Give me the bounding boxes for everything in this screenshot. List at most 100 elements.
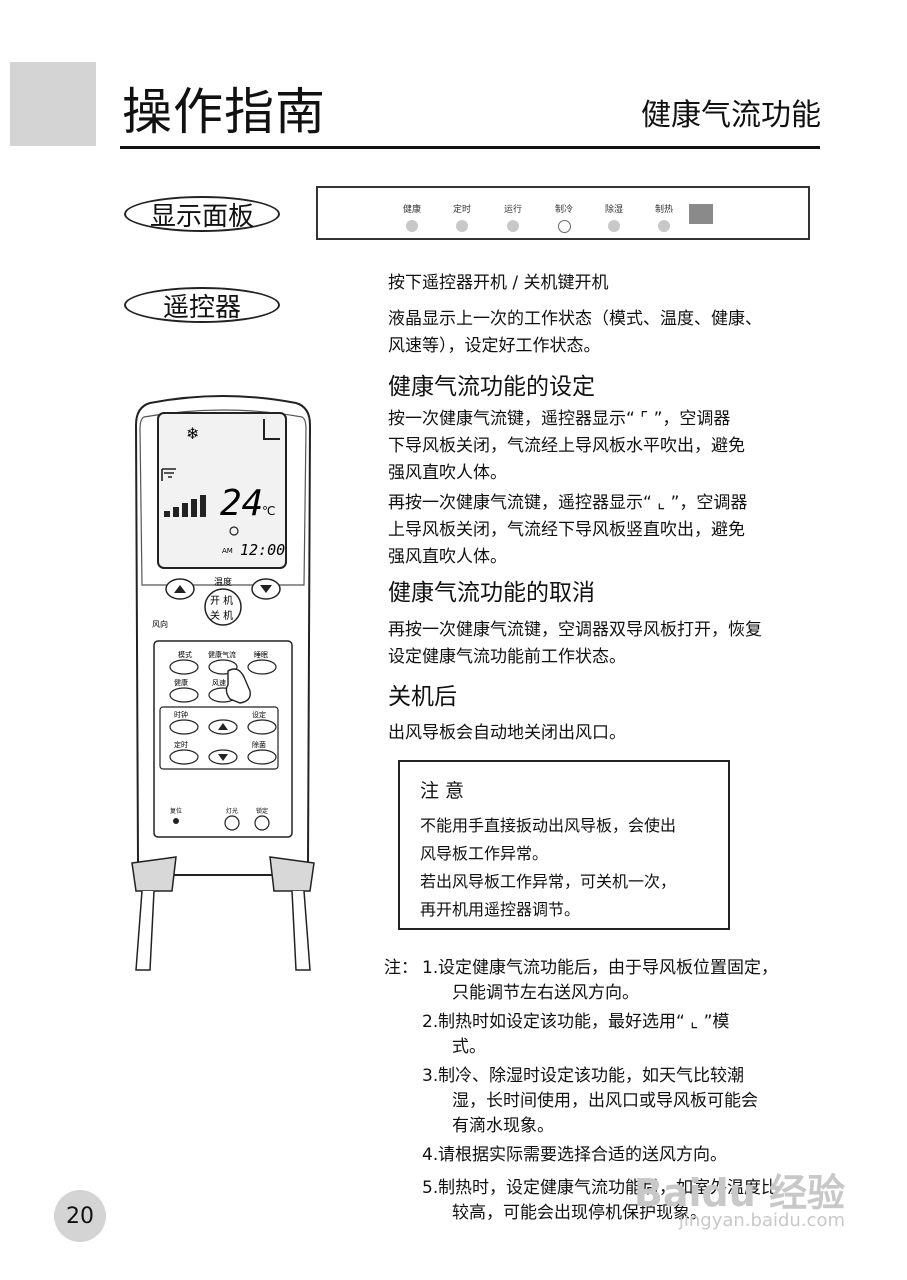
indicator-light xyxy=(557,220,571,233)
indicator-light xyxy=(608,220,620,232)
fan-bar xyxy=(191,499,197,517)
sleep-label: 睡眠 xyxy=(254,651,268,659)
clock-label: 时钟 xyxy=(174,710,188,719)
lcd-temp-unit: ℃ xyxy=(262,504,275,518)
indicator-light xyxy=(406,220,418,232)
power-off-label: 关 机 xyxy=(210,609,233,622)
indicator-heat: 制热 xyxy=(644,202,684,232)
lcd-clock: 12:00 xyxy=(240,541,285,559)
power-button xyxy=(204,588,242,626)
arrow-up-icon xyxy=(174,585,186,593)
notes-list: 注： 1. 设定健康气流功能后，由于导风板位置固定，只能调节左右送风方向。 2.… xyxy=(384,956,844,1230)
setting-p1-line3: 强风直吹人体。 xyxy=(388,463,507,483)
health-air-label: 健康气流 xyxy=(208,650,236,659)
holder-left xyxy=(131,856,177,892)
light-button xyxy=(224,815,240,831)
fan-bar xyxy=(200,495,206,517)
sleep-button xyxy=(247,659,277,675)
display-panel-label: 显示面板 xyxy=(124,196,280,232)
heading-setting: 健康气流功能的设定 xyxy=(388,374,595,400)
cancel-line-1: 再按一次健康气流键，空调器双导风板打开，恢复 xyxy=(388,620,762,640)
arrow-down-icon xyxy=(260,585,272,593)
watermark-url: jingyan.baidu.com xyxy=(678,1210,845,1231)
intro-line-2b: 风速等），设定好工作状态。 xyxy=(388,336,601,356)
set-button xyxy=(247,719,277,735)
indicator-light xyxy=(507,220,519,232)
header-rule xyxy=(120,146,820,149)
dehumid-label: 除菌 xyxy=(252,740,266,749)
intro-line-2a: 液晶显示上一次的工作状态（模式、温度、健康、 xyxy=(388,309,762,329)
page-title: 操作指南 xyxy=(122,83,326,141)
intro-line-1: 按下遥控器开机 / 关机键开机 xyxy=(388,273,609,293)
setting-p1-line1: 按一次健康气流键，遥控器显示“ ⌜ ”，空调器 xyxy=(388,409,731,429)
setting-p2-line1: 再按一次健康气流键，遥控器显示“ ⌞ ”，空调器 xyxy=(388,493,748,513)
indicator-light xyxy=(658,220,670,232)
section-title: 健康气流功能 xyxy=(641,98,821,133)
notice-line: 再开机用遥控器调节。 xyxy=(420,900,581,919)
arrow-up-icon xyxy=(218,723,228,730)
fan-bar xyxy=(173,507,179,517)
reset-label: 复位 xyxy=(170,807,182,815)
corner-tab xyxy=(10,62,96,146)
indicator-light xyxy=(456,220,468,232)
light-label: 灯光 xyxy=(226,807,238,815)
display-panel: 健康 定时 运行 制冷 除湿 制热 xyxy=(316,186,810,240)
dehumid-button xyxy=(247,749,277,765)
set-label: 设定 xyxy=(252,710,266,719)
remote-upper-bevel xyxy=(139,409,307,586)
watermark-brand: Baidu 经验 xyxy=(633,1171,845,1215)
notice-line: 若出风导板工作异常，可关机一次， xyxy=(420,872,677,891)
indicator-dehumidify: 除湿 xyxy=(594,202,634,232)
temp-label: 温度 xyxy=(214,576,232,588)
note-item: 注： 1. 设定健康气流功能后，由于导风板位置固定，只能调节左右送风方向。 xyxy=(384,956,844,1006)
holder-strap-right xyxy=(291,890,311,971)
timer-label: 定时 xyxy=(174,740,188,749)
reset-button xyxy=(173,818,179,824)
notice-box: 注 意 不能用手直接扳动出风导板，会使出 风导板工作异常。 若出风导板工作异常，… xyxy=(398,760,730,930)
mode-button xyxy=(169,659,199,675)
lcd-am: AM xyxy=(222,547,233,555)
lcd-temperature: 24 xyxy=(220,483,263,524)
clock-section xyxy=(159,706,279,770)
indicator-cool: 制冷 xyxy=(544,202,584,233)
page-number: 20 xyxy=(54,1190,106,1242)
timer-button xyxy=(169,749,199,765)
setting-p2-line2: 上导风板关闭，气流经下导风板竖直吹出，避免 xyxy=(388,520,745,540)
notice-title: 注 意 xyxy=(420,780,465,802)
holder-right xyxy=(269,856,315,892)
heading-after-off: 关机后 xyxy=(388,684,457,710)
notice-line: 不能用手直接扳动出风导板，会使出 xyxy=(420,816,677,835)
note-item: 2. 制热时如设定该功能，最好选用“ ⌞ ”模式。 xyxy=(422,1012,730,1057)
holder-strap-left xyxy=(135,890,155,971)
remote-label: 遥控器 xyxy=(124,287,280,323)
fan-bar xyxy=(164,511,170,517)
indicator-run: 运行 xyxy=(493,202,533,232)
note-item: 4. 请根据实际需要选择合适的送风方向。 xyxy=(422,1145,727,1165)
health-label: 健康 xyxy=(174,678,188,687)
mode-label: 模式 xyxy=(178,650,192,659)
health-button xyxy=(169,687,199,703)
cancel-line-2: 设定健康气流功能前工作状态。 xyxy=(388,647,626,667)
wind-dir-label: 风向 xyxy=(152,619,168,629)
lock-label: 锁定 xyxy=(256,807,268,815)
fan-flap-icon xyxy=(263,419,280,440)
note-item: 5. 制热时，设定健康气流功能后，如室外温度比较高，可能会出现停机保护现象。 xyxy=(422,1178,778,1223)
fan-bar xyxy=(182,503,188,517)
display-window xyxy=(689,204,713,224)
health-air-icon xyxy=(161,468,176,481)
remote-illustration: ❄ 24 ℃ AM 12:00 温度 开 机 关 机 风向 模式 健康气流 睡眠… xyxy=(131,395,315,971)
notes-prefix: 注： xyxy=(384,958,418,978)
indicator-timer: 定时 xyxy=(442,202,482,232)
indicator-health: 健康 xyxy=(392,202,432,232)
power-on-label: 开 机 xyxy=(210,594,233,607)
hand-icon xyxy=(225,668,251,704)
setting-p2-line3: 强风直吹人体。 xyxy=(388,547,507,567)
heading-cancel: 健康气流功能的取消 xyxy=(388,580,595,606)
snowflake-icon: ❄ xyxy=(186,424,199,443)
arrow-down-icon xyxy=(218,754,228,761)
setting-p1-line2: 下导风板关闭，气流经上导风板水平吹出，避免 xyxy=(388,436,745,456)
clock-button xyxy=(169,719,199,735)
notice-line: 风导板工作异常。 xyxy=(420,844,549,863)
clock-icon xyxy=(229,526,239,536)
note-item: 3. 制冷、除湿时设定该功能，如天气比较潮湿，长时间使用，出风口或导风板可能会有… xyxy=(422,1066,758,1136)
